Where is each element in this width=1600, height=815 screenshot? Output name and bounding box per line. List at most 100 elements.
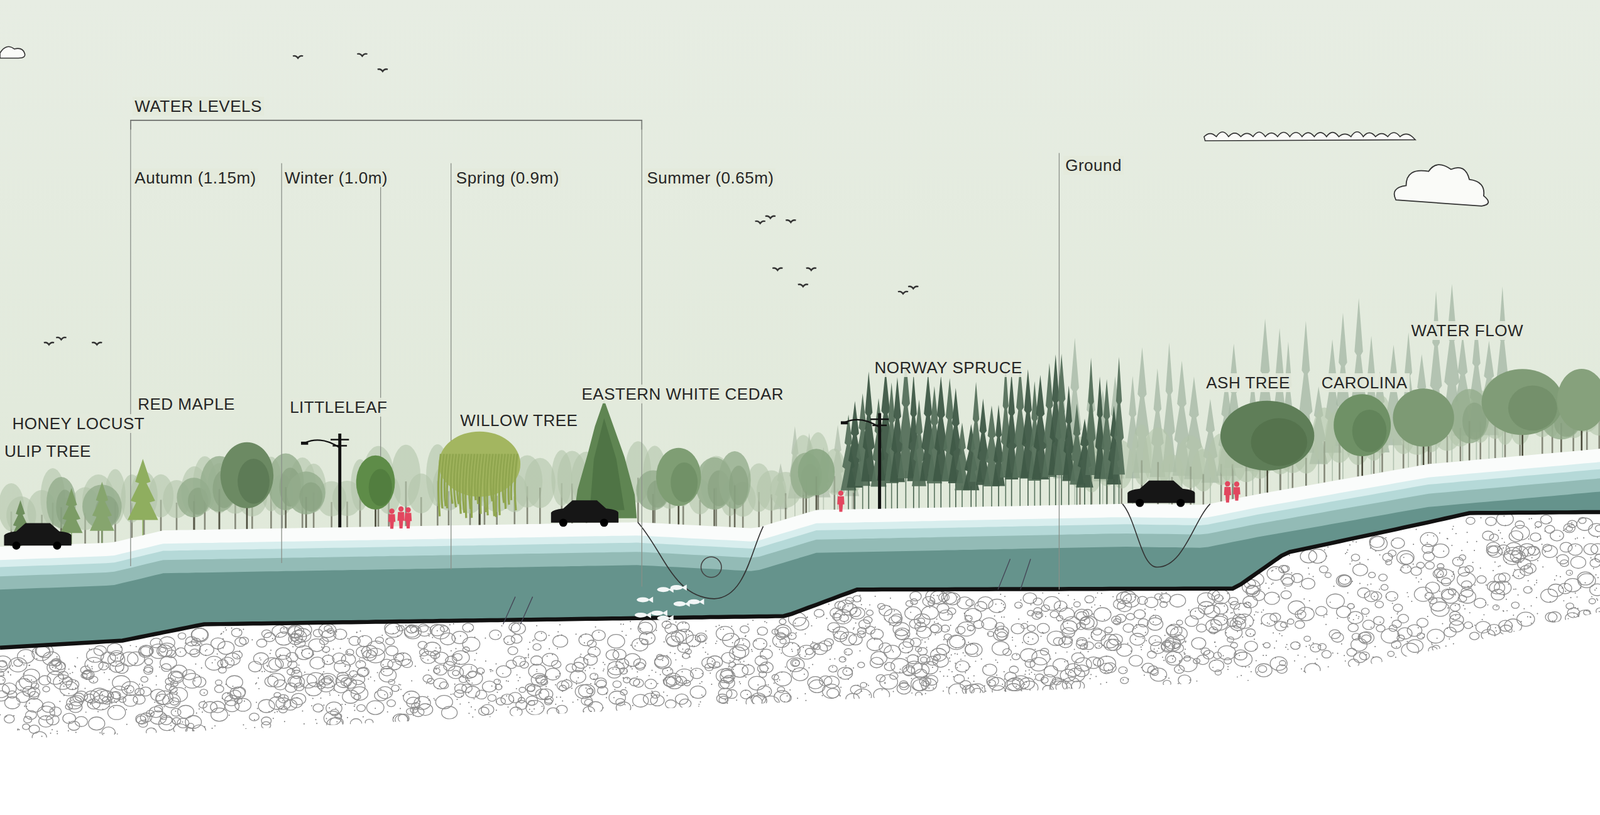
gravel-stone (525, 683, 535, 692)
gravel-stone (69, 701, 83, 713)
gravel-dot (1579, 587, 1582, 589)
gravel-dot (418, 697, 420, 699)
gravel-dot (1469, 612, 1471, 614)
gravel-dot (952, 676, 954, 678)
gravel-dot (1235, 653, 1237, 655)
gravel-stone (1126, 613, 1135, 620)
gravel-dot (853, 600, 855, 602)
gravel-dot (203, 692, 205, 694)
gravel-dot (1549, 600, 1551, 603)
gravel-dot (1513, 568, 1516, 570)
gravel-stone (1084, 641, 1094, 650)
gravel-stone (439, 681, 449, 689)
gravel-dot (675, 621, 677, 623)
gravel-stone (184, 641, 201, 655)
gravel-stone (1544, 525, 1555, 533)
gravel-stone (1481, 629, 1496, 642)
gravel-stone (323, 711, 342, 726)
gravel-stone (948, 683, 967, 699)
gravel-dot (474, 709, 476, 711)
gravel-dot (768, 691, 770, 693)
gravel-stone (1046, 630, 1066, 646)
gravel-dot (735, 699, 738, 701)
gravel-stone (1147, 651, 1157, 658)
gravel-dot (353, 709, 356, 711)
gravel-stone (1209, 659, 1224, 672)
gravel-stone (742, 664, 755, 675)
gravel-dot (674, 652, 676, 655)
gravel-stone (4, 696, 20, 709)
gravel-dot (116, 657, 119, 659)
gravel-stone (1576, 517, 1593, 531)
gravel-stone (607, 634, 625, 649)
gravel-stone (903, 638, 915, 648)
gravel-stone (1449, 611, 1461, 620)
gravel-stone (1104, 627, 1113, 633)
gravel-dot (1271, 583, 1273, 586)
gravel-dot (742, 639, 744, 641)
gravel-stone (398, 713, 410, 723)
gravel-dot (1287, 626, 1289, 628)
gravel-dot (1386, 561, 1388, 564)
gravel-stone (971, 688, 983, 697)
gravel-dot (1562, 600, 1565, 602)
gravel-dot (1534, 584, 1536, 586)
gravel-stone (1317, 643, 1327, 650)
gravel-dot (1293, 660, 1296, 662)
tree-crown (718, 451, 751, 510)
gravel-dot (1162, 597, 1164, 599)
gravel-stone (757, 627, 768, 636)
gravel-dot (6, 715, 8, 718)
gravel-dot (620, 623, 622, 625)
gravel-dot (1530, 605, 1533, 607)
gravel-dot (462, 676, 464, 679)
gravel-stone (632, 638, 648, 652)
gravel-dot (1562, 529, 1565, 532)
gravel-stone (1493, 605, 1500, 611)
gravel-stone (440, 632, 456, 645)
gravel-dot (1556, 575, 1558, 577)
gravel-stone (623, 677, 631, 684)
gravel-stone (1023, 632, 1039, 645)
gravel-stone (916, 626, 932, 639)
gravel-stone (1129, 633, 1146, 646)
gravel-stone (515, 700, 528, 711)
gravel-stone (345, 649, 354, 656)
gravel-stone (1319, 566, 1328, 574)
gravel-stone (88, 717, 105, 731)
gravel-dot (1090, 632, 1093, 634)
gravel-dot (1255, 611, 1257, 613)
gravel-dot (905, 667, 907, 669)
gravel-dot (576, 699, 579, 701)
gravel-dot (1248, 602, 1250, 604)
gravel-dot (1265, 654, 1267, 657)
gravel-stone (918, 647, 928, 656)
gravel-stone (1245, 629, 1255, 637)
gravel-dot (1596, 599, 1599, 601)
gravel-dot (859, 595, 861, 597)
gravel-stone (748, 676, 766, 691)
gravel-stone (873, 688, 890, 702)
gravel-dot (995, 603, 997, 605)
gravel-stone (1540, 515, 1552, 525)
gravel-dot (168, 677, 170, 679)
gravel-stone (1545, 612, 1558, 623)
gravel-stone (761, 696, 780, 711)
gravel-stone (291, 693, 307, 705)
gravel-dot (291, 669, 293, 671)
gravel-stone (871, 651, 888, 665)
gravel-stone (1441, 578, 1452, 586)
gravel-dot (852, 628, 855, 630)
gravel-stone (1401, 642, 1420, 657)
gravel-dot (702, 695, 704, 697)
gravel-stone (830, 607, 843, 618)
gravel-stone (827, 622, 840, 633)
gravel-stone (1027, 625, 1036, 632)
gravel-stone (559, 685, 567, 692)
gravel-dot (316, 722, 318, 724)
gravel-dot (829, 658, 831, 660)
gravel-dot (848, 654, 850, 656)
gravel-dot (1391, 556, 1393, 559)
gravel-dot (791, 642, 794, 645)
gravel-dot (1347, 591, 1349, 594)
